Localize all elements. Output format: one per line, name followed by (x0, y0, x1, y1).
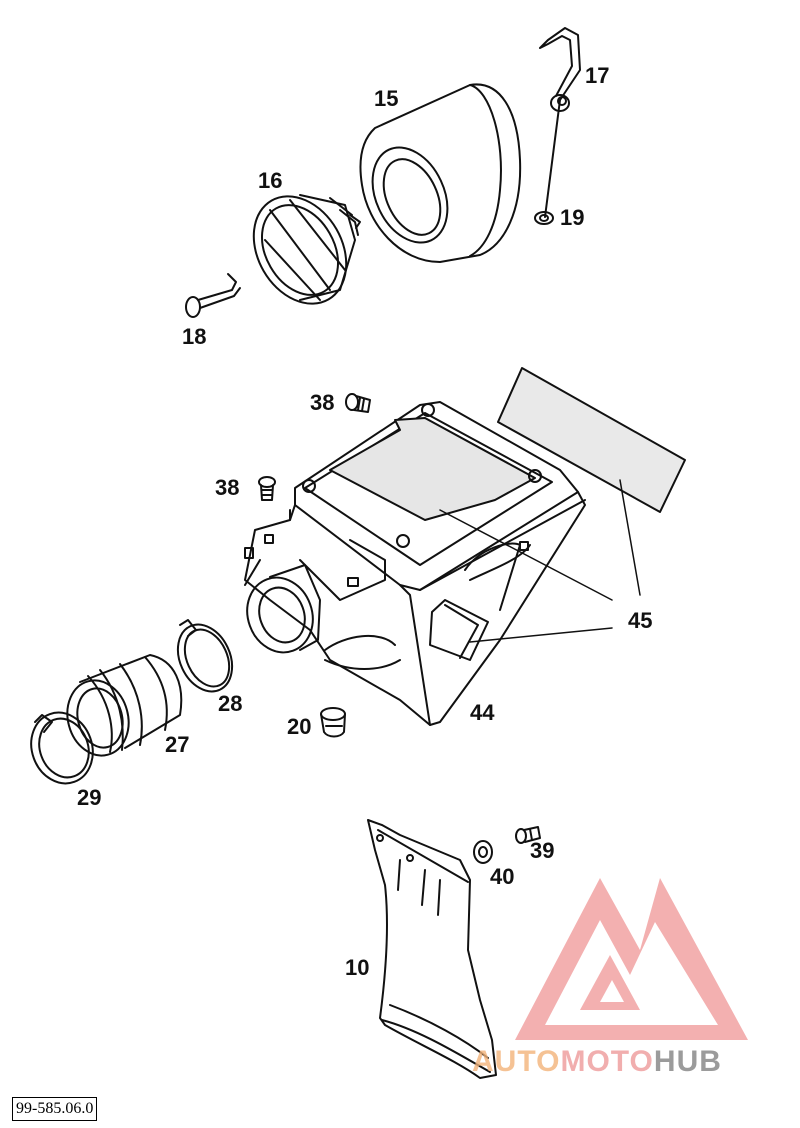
watermark-part-1: AUTO (472, 1045, 561, 1078)
part-label-38-upper: 38 (310, 390, 335, 415)
intake-boot-part-27 (66, 654, 183, 757)
watermark-part-2: MOTO (560, 1045, 654, 1078)
gasket-sheet-part-45 (497, 367, 686, 513)
air-filter-part-15 (359, 83, 522, 263)
part-label-44: 44 (470, 700, 495, 725)
watermark-part-3: HUB (653, 1045, 722, 1078)
part-label-39: 39 (530, 838, 555, 863)
part-label-20: 20 (287, 714, 312, 739)
part-label-15: 15 (374, 86, 399, 111)
grommet-part-20 (320, 707, 346, 738)
air-box-part-44 (244, 401, 586, 726)
leader-lines-45 (439, 479, 641, 643)
part-label-45: 45 (628, 608, 653, 633)
part-label-19: 19 (560, 205, 585, 230)
watermark-logo (515, 878, 748, 1040)
part-label-27: 27 (165, 732, 190, 757)
filter-cage-part-16 (252, 194, 361, 305)
document-code: 99-585.06.0 (12, 1097, 98, 1121)
part-label-28: 28 (218, 691, 243, 716)
bolt-part-38-lower (258, 476, 276, 501)
part-label-29: 29 (77, 785, 102, 810)
part-label-40: 40 (490, 864, 515, 889)
part-label-38-lower: 38 (215, 475, 240, 500)
mud-flap-part-10 (367, 819, 497, 1079)
part-label-17: 17 (585, 63, 610, 88)
hose-clamp-part-29 (30, 711, 94, 785)
wire-clip-part-17 (539, 27, 581, 218)
watermark-text: AUTOMOTOHUB (472, 1047, 722, 1077)
part-label-18: 18 (182, 324, 207, 349)
washer-part-40 (473, 840, 493, 864)
part-label-16: 16 (258, 168, 283, 193)
hose-clamp-part-28 (176, 619, 234, 693)
pin-part-18 (185, 273, 241, 318)
nut-part-19 (534, 211, 554, 225)
part-label-10: 10 (345, 955, 370, 980)
bolt-part-38-upper (345, 393, 371, 413)
screw-part-39 (515, 826, 541, 844)
